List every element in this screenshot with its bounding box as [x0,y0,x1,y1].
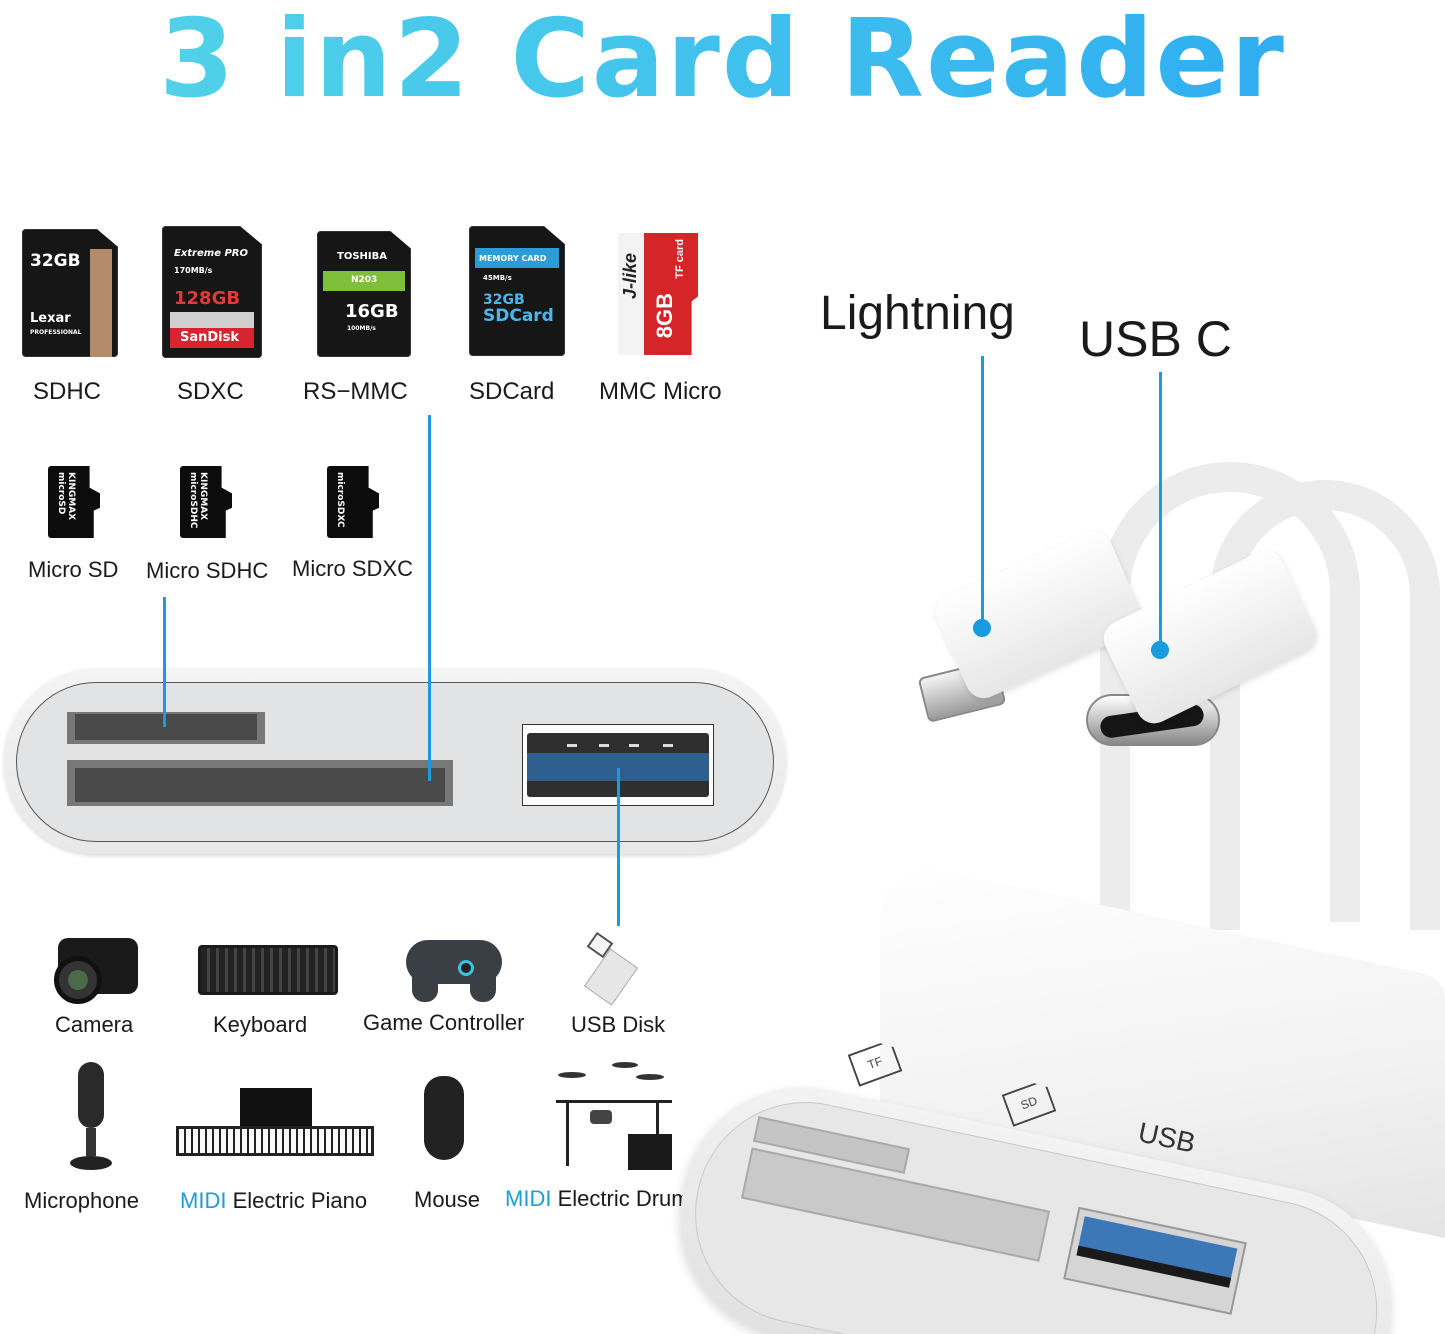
device-label-usb-disk: USB Disk [571,1012,666,1037]
lightning-marker [973,619,991,637]
usb-c-label: USB C [1079,311,1232,367]
card-label-micro-sdxc: Micro SDXC [292,556,414,581]
game-controller-icon [406,934,502,1002]
leader-line-micro [163,597,166,727]
sd-card-icon: MEMORY CARD 45MB/s 32GB SDCard [469,226,565,356]
sdxc-card-icon: Extreme PRO 170MB/s 128GB SanDisk [162,226,262,358]
device-label-mouse: Mouse [414,1187,481,1212]
tf-slot [67,712,265,744]
micro-sdhc-card-icon: KINGMAX microSDHC [180,466,232,538]
card-label-micro-sd: Micro SD [28,557,119,582]
camera-icon [48,930,140,1006]
leader-line-usb [617,768,620,926]
leader-line-sd [428,415,431,781]
device-label-game-controller: Game Controller [363,1010,525,1035]
device-label-midi-piano: MIDI Electric Piano [180,1188,368,1213]
device-label-midi-drum: MIDI Electric Drum [505,1186,690,1211]
card-label-sdcard: SDCard [469,378,555,405]
device-label-camera: Camera [55,1012,134,1037]
mouse-icon [424,1076,464,1160]
device-label-keyboard: Keyboard [213,1012,308,1037]
piano-icon [176,1088,374,1158]
card-label-mmc-micro: MMC Micro [599,378,722,405]
micro-sdxc-card-icon: microSDXC [327,466,379,538]
card-label-sdhc: SDHC [33,378,102,405]
usb-c-marker [1151,641,1169,659]
usb-c-cable [1210,480,1440,930]
sdhc-card-icon: 32GB Lexar PROFESSIONAL [22,229,118,357]
card-label-sdxc: SDXC [177,378,244,405]
device-label-microphone: Microphone [24,1188,139,1213]
mmc-micro-card-icon: J-like 8GB TF card [618,233,698,355]
keyboard-icon [198,945,338,995]
card-label-micro-sdhc: Micro SDHC [146,558,269,583]
lightning-label: Lightning [820,287,1015,340]
card-label-rs-mmc: RS−MMC [303,378,408,405]
rs-mmc-card-icon: TOSHIBA N203 16GB 100MB/s [317,231,411,357]
sd-slot [67,760,453,806]
microphone-icon [66,1062,116,1172]
micro-sd-card-icon: KINGMAX microSD [48,466,100,538]
leader-line-usb-c [1159,372,1162,648]
page-title: 3 in2 Card Reader [0,0,1445,130]
midi-tag: MIDI [180,1188,227,1213]
usb-disk-icon [574,931,644,1006]
midi-tag: MIDI [505,1186,552,1211]
drum-kit-icon [552,1060,676,1170]
leader-line-lightning [981,356,984,626]
